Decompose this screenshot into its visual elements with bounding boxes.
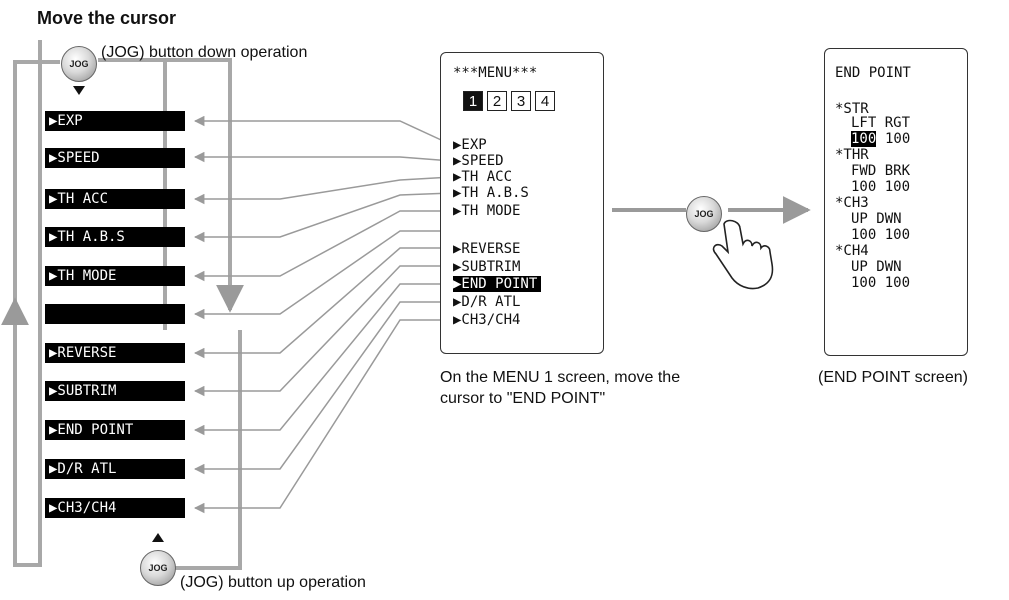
thr-values: 100 100 [851, 179, 910, 195]
tab-2[interactable]: 2 [487, 91, 507, 111]
cursor-item-reverse: ▶REVERSE [45, 343, 185, 363]
cursor-item-th-acc: ▶TH ACC [45, 189, 185, 209]
ch4-heads: UP DWN [851, 259, 902, 275]
thr-heads: FWD BRK [851, 163, 910, 179]
jog-up-caption: (JOG) button up operation [180, 574, 366, 592]
menu-header: ***MENU*** [453, 65, 537, 81]
str-heads: LFT RGT [851, 115, 910, 131]
endpoint-screen: END POINT *STR LFT RGT 100 100 *THR FWD … [824, 48, 968, 356]
cursor-item-end-point: ▶END POINT [45, 420, 185, 440]
cursor-item-dr-atl: ▶D/R ATL [45, 459, 185, 479]
leader-lines [195, 121, 452, 508]
ch3-heads: UP DWN [851, 211, 902, 227]
endpoint-caption: (END POINT screen) [818, 369, 968, 387]
menu-item-speed[interactable]: ▶SPEED [453, 153, 504, 169]
cursor-item-th-mode: ▶TH MODE [45, 266, 185, 286]
ch4-label: *CH4 [835, 243, 869, 259]
ch3-values: 100 100 [851, 227, 910, 243]
menu-item-end-point[interactable]: ▶END POINT [453, 276, 541, 292]
cursor-item-subtrim: ▶SUBTRIM [45, 381, 185, 401]
menu-item-th-acc[interactable]: ▶TH ACC [453, 169, 512, 185]
jog-button-top[interactable]: JOG [61, 46, 97, 82]
jog-down-caption: (JOG) button down operation [101, 44, 307, 62]
jog-button-center[interactable]: JOG [686, 196, 722, 232]
cursor-item-exp: ▶EXP [45, 111, 185, 131]
cursor-item-speed: ▶SPEED [45, 148, 185, 168]
cursor-item-th-abs: ▶TH A.B.S [45, 227, 185, 247]
down-triangle [73, 86, 85, 95]
jog-button-bottom[interactable]: JOG [140, 550, 176, 586]
thr-label: *THR [835, 147, 869, 163]
menu-item-ch3-ch4[interactable]: ▶CH3/CH4 [453, 312, 520, 328]
ch3-label: *CH3 [835, 195, 869, 211]
str-rgt-value[interactable]: 100 [885, 131, 910, 147]
menu-item-th-abs[interactable]: ▶TH A.B.S [453, 185, 529, 201]
pointing-hand-icon [714, 221, 773, 289]
menu-item-subtrim[interactable]: ▶SUBTRIM [453, 259, 520, 275]
menu-item-exp[interactable]: ▶EXP [453, 137, 487, 153]
cursor-item-blank [45, 304, 185, 324]
endpoint-header: END POINT [835, 65, 911, 81]
menu-item-dr-atl[interactable]: ▶D/R ATL [453, 294, 520, 310]
tab-3[interactable]: 3 [511, 91, 531, 111]
cursor-item-ch3-ch4: ▶CH3/CH4 [45, 498, 185, 518]
up-triangle [152, 533, 164, 542]
str-lft-value[interactable]: 100 [851, 131, 876, 147]
menu-caption-line2: cursor to "END POINT" [440, 390, 605, 408]
menu-item-th-mode[interactable]: ▶TH MODE [453, 203, 520, 219]
menu-caption-line1: On the MENU 1 screen, move the [440, 369, 680, 387]
loop-up-bottom [15, 40, 40, 565]
ch4-values: 100 100 [851, 275, 910, 291]
menu-item-reverse[interactable]: ▶REVERSE [453, 241, 520, 257]
loop-down-bottom [168, 330, 240, 568]
page-title: Move the cursor [37, 8, 176, 29]
tab-1[interactable]: 1 [463, 91, 483, 111]
tab-4[interactable]: 4 [535, 91, 555, 111]
